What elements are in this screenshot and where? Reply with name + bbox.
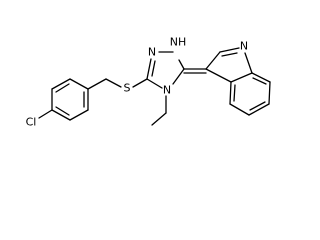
- triazole-n-left-label: N: [148, 46, 156, 59]
- bond-ring-6: [51, 78, 71, 90]
- bond-c3-n2-inner: [151, 60, 156, 77]
- bond-c3-c2: [205, 51, 221, 70]
- bond-c7a-c3a: [230, 72, 253, 83]
- bond-c3a-c4: [229, 81, 232, 105]
- triazole-nh-label: NH: [170, 36, 187, 49]
- bond-ch2-s: [105, 78, 122, 88]
- bond-ring-cl: [38, 109, 53, 119]
- bond-c5-n4: [172, 68, 185, 85]
- bond-ring-4-inner: [55, 106, 70, 116]
- atom-labels: Cl S NH N N N: [26, 36, 248, 129]
- sulfur-label: S: [124, 82, 131, 95]
- bond-c6-c7: [268, 81, 271, 105]
- bond-c2-n-inner: [221, 52, 238, 57]
- bond-c7-c7a: [251, 72, 271, 83]
- bond-c3a-c4-inner: [233, 84, 236, 102]
- bond-ring-4: [51, 109, 71, 121]
- bond-ring-ch2: [87, 78, 107, 90]
- bond-ring-3: [69, 109, 89, 121]
- bond-c4-c5: [229, 103, 250, 116]
- bond-c5-c6-inner: [249, 101, 266, 111]
- bond-ring-6-inner: [55, 83, 70, 93]
- bond-n4-c3: [146, 78, 163, 89]
- bond-ring-1: [69, 78, 89, 90]
- bond-n1-c5: [178, 59, 185, 70]
- bonds: [38, 47, 271, 126]
- molecule-structure: Cl S NH N N N: [26, 36, 271, 129]
- triazole-n-ethyl-label: N: [163, 84, 171, 97]
- bond-c3-n2: [146, 58, 152, 80]
- bond-ch2-ch3: [151, 112, 167, 126]
- bond-n-c7a: [244, 52, 253, 74]
- bond-s-c3: [132, 78, 148, 88]
- chlorine-label: Cl: [26, 116, 37, 129]
- bond-c2-n: [219, 47, 240, 53]
- bond-c3a-c3: [205, 68, 232, 83]
- bond-c5-c6: [248, 103, 270, 116]
- indole-n-label: N: [240, 40, 248, 53]
- bond-c7-c7a-inner: [252, 77, 267, 85]
